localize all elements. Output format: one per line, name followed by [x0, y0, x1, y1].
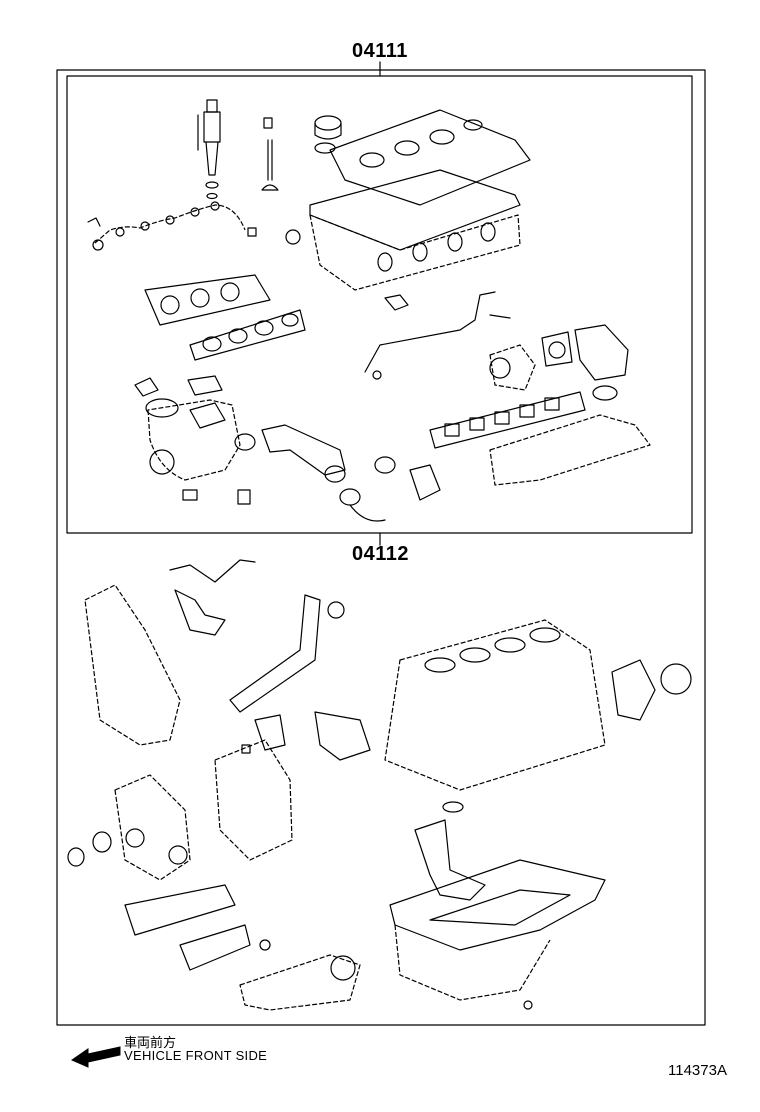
oil-strainer-icon: [414, 819, 486, 901]
throttle-bore-icon: [489, 357, 511, 379]
kit-upper-label: 04111: [352, 40, 408, 62]
oil-pan-icon: [389, 859, 606, 1001]
head-cover-gasket-icon: [309, 169, 521, 251]
pipe-icon: [364, 291, 511, 373]
gasket-ring-icon: [234, 433, 256, 451]
gasket-ring-icon-3: [339, 488, 361, 506]
timing-cover-icon: [84, 584, 181, 746]
outer-frame: [56, 69, 706, 1026]
vehicle-front-japanese: 車両前方: [124, 1035, 177, 1050]
front-cover-hole-icon: [125, 828, 145, 848]
intake-manifold-icon: [489, 414, 651, 486]
clamp-icon: [372, 370, 382, 380]
glow-plug-wire-icon: [87, 201, 257, 251]
vehicle-front-english: VEHICLE FRONT SIDE: [124, 1048, 268, 1063]
turbo-gasket-icon: [134, 377, 159, 397]
strainer-gasket-icon: [442, 801, 464, 813]
rear-oil-seal-icon: [660, 663, 692, 695]
fitting-icon: [384, 294, 409, 311]
gasket-small-icon: [241, 744, 251, 754]
kit-lower-label: 04112: [352, 543, 410, 565]
front-cover-icon: [114, 774, 191, 881]
cylinder-block-icon: [384, 619, 606, 791]
oil-seal-icon-2: [67, 847, 85, 867]
oil-pump-icon: [239, 954, 361, 1011]
throttle-gasket-icon: [541, 331, 573, 367]
pipe-seal-icon: [327, 601, 345, 619]
valve-icon: [261, 117, 279, 191]
oil-pump-seal-icon: [330, 955, 356, 981]
cylinder-head-cover-icon: [329, 109, 531, 206]
hose-icon: [349, 504, 386, 522]
throttle-body-icon: [489, 344, 536, 391]
egr-valve-icon: [574, 324, 629, 381]
oil-seal-icon: [92, 831, 112, 853]
injector-icon: [197, 99, 221, 200]
cylinder-head-icon: [285, 214, 521, 291]
timing-case-icon: [214, 739, 293, 861]
arrow-left-icon: [70, 1046, 121, 1068]
thermostat-gasket-icon: [254, 714, 286, 751]
turbocharger-icon: [145, 398, 251, 505]
drain-plug-icon: [523, 1000, 533, 1010]
exhaust-manifold-gasket-icon: [144, 274, 306, 361]
intake-manifold-gasket-icon: [429, 391, 586, 449]
turbo-flange-gasket-icon: [187, 375, 223, 396]
sensor-bracket-icon: [174, 589, 226, 636]
water-pipe-icon: [229, 594, 321, 713]
sensor-wire-icon: [169, 559, 256, 583]
water-pump-gasket-icon: [314, 711, 371, 761]
gasket-ring-icon-2: [324, 465, 346, 483]
oil-cooler-icon: [179, 924, 251, 971]
figure-number: 114373A: [668, 1062, 727, 1079]
elbow-fitting-icon: [409, 464, 441, 501]
gasket-ring-icon-4: [374, 456, 396, 474]
cooler-ring-icon: [259, 939, 271, 951]
rear-seal-retainer-icon: [611, 659, 656, 721]
front-cover-seal-icon: [168, 845, 188, 865]
egr-gasket-icon: [592, 385, 618, 401]
throttle-gasket-hole-icon: [548, 341, 566, 359]
intake-elbow-icon: [261, 424, 346, 476]
oil-pump-gasket-icon: [124, 884, 236, 936]
